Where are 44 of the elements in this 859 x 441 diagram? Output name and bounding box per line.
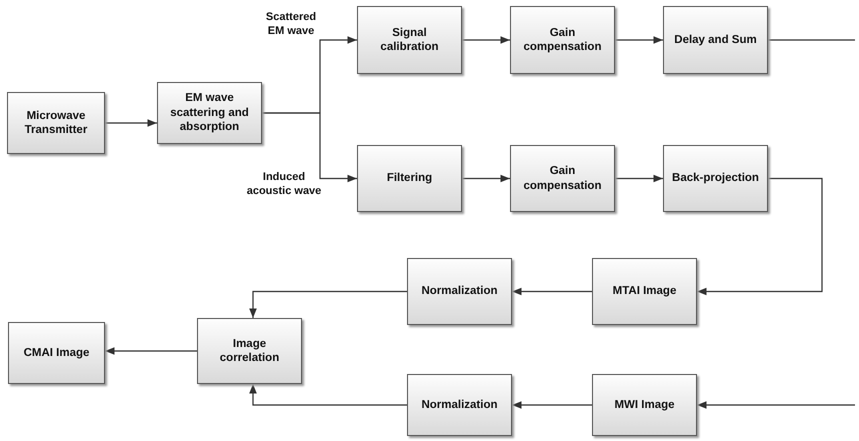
process-box (357, 145, 462, 212)
box-label: Normalization (420, 284, 499, 299)
arrow (697, 401, 855, 409)
process-box (510, 145, 615, 212)
arrow (512, 288, 592, 296)
arrow (249, 290, 407, 318)
arrow (462, 174, 510, 182)
process-box (357, 6, 462, 74)
process-box (407, 258, 512, 325)
box-label: Gain compensation (522, 164, 602, 193)
arrow (249, 384, 407, 406)
edge-label: Induced acoustic wave (246, 170, 322, 199)
process-box (157, 82, 262, 144)
process-box (8, 322, 105, 384)
box-label: Gain compensation (522, 26, 602, 54)
process-box (407, 374, 512, 436)
process-box (663, 6, 768, 74)
box-label: EM wave scattering and absorption (169, 91, 250, 135)
arrow (615, 174, 663, 182)
process-box (592, 374, 697, 436)
box-label: Microwave Transmitter (24, 108, 88, 138)
arrow (697, 178, 823, 296)
box-label: CMAI Image (22, 346, 90, 360)
box-label: Image correlation (218, 336, 280, 366)
arrow (615, 36, 663, 44)
box-label: MWI Image (613, 398, 676, 412)
arrow (105, 119, 157, 127)
box-label: Filtering (386, 171, 434, 186)
connector-line (768, 39, 855, 41)
process-box (7, 92, 105, 154)
process-box (510, 6, 615, 74)
process-box (592, 258, 697, 325)
box-label: Signal calibration (379, 26, 440, 54)
box-label: Normalization (420, 398, 499, 412)
process-box (663, 145, 768, 212)
edge-label: Scattered EM wave (264, 10, 318, 39)
arrow (262, 112, 357, 182)
arrow (512, 401, 592, 409)
process-box (197, 318, 302, 384)
arrow (105, 347, 197, 355)
box-label: MTAI Image (612, 284, 678, 299)
box-label: Back-projection (671, 171, 760, 186)
arrow (462, 36, 510, 44)
box-label: Delay and Sum (673, 32, 758, 48)
